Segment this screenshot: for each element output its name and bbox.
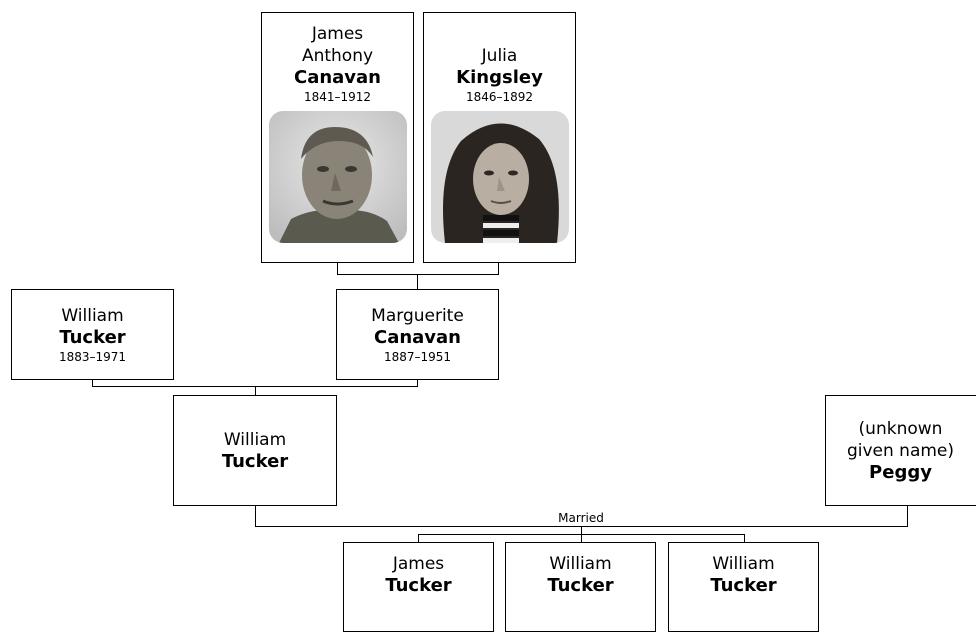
surname: Tucker — [221, 450, 289, 472]
given-name: Julia — [481, 46, 518, 66]
surname: Tucker — [385, 575, 452, 596]
married-label: Married — [558, 511, 604, 525]
given-name: William — [223, 429, 287, 450]
life-dates: 1841–1912 — [303, 90, 372, 104]
life-dates: 1883–1971 — [58, 349, 127, 364]
man-portrait-photo — [268, 111, 407, 243]
person-box-james-tucker[interactable]: James Tucker — [343, 542, 494, 632]
given-name: Marguerite — [371, 305, 464, 326]
person-box-james-anthony-canavan[interactable]: James Anthony Canavan 1841–1912 — [261, 12, 414, 263]
person-box-william-tucker-jr[interactable]: William Tucker — [173, 395, 337, 506]
person-box-william-tucker-child-1[interactable]: William Tucker — [505, 542, 656, 632]
person-box-william-tucker-child-2[interactable]: William Tucker — [668, 542, 819, 632]
connector-to-marguerite — [417, 274, 418, 289]
person-box-william-tucker-sr[interactable]: William Tucker 1883–1971 — [11, 289, 174, 380]
surname: Tucker — [710, 575, 777, 596]
connector-canavan-couple — [337, 274, 499, 275]
given-name: (unknown given name) — [846, 418, 955, 461]
connector-children — [418, 534, 419, 543]
given-name: William — [61, 305, 124, 326]
surname: Peggy — [869, 461, 932, 483]
given-name: James — [392, 554, 445, 574]
given-name: William — [712, 554, 775, 574]
given-name: William — [549, 554, 612, 574]
life-dates: 1846–1892 — [465, 90, 534, 104]
person-box-peggy[interactable]: (unknown given name) Peggy — [825, 395, 976, 506]
person-box-julia-kingsley[interactable]: Julia Kingsley 1846–1892 — [423, 12, 576, 263]
person-box-marguerite-canavan[interactable]: Marguerite Canavan 1887–1951 — [336, 289, 499, 380]
connector-to-children — [581, 526, 582, 535]
connector-tucker-couple — [92, 379, 93, 387]
connector-marriage — [255, 505, 256, 527]
connector-to-william-jr — [255, 386, 256, 395]
given-name: James Anthony — [301, 24, 374, 66]
woman-portrait-photo — [430, 111, 569, 243]
connector-canavan-couple — [337, 262, 338, 275]
surname: Tucker — [59, 326, 126, 348]
surname: Canavan — [293, 67, 381, 88]
surname: Kingsley — [456, 67, 543, 88]
connector-canavan-couple — [498, 262, 499, 275]
surname: Canavan — [373, 326, 461, 348]
life-dates: 1887–1951 — [383, 349, 452, 364]
connector-children — [744, 534, 745, 543]
surname: Tucker — [547, 575, 614, 596]
connector-children — [581, 534, 582, 543]
connector-marriage — [907, 505, 908, 527]
connector-tucker-couple — [417, 379, 418, 387]
